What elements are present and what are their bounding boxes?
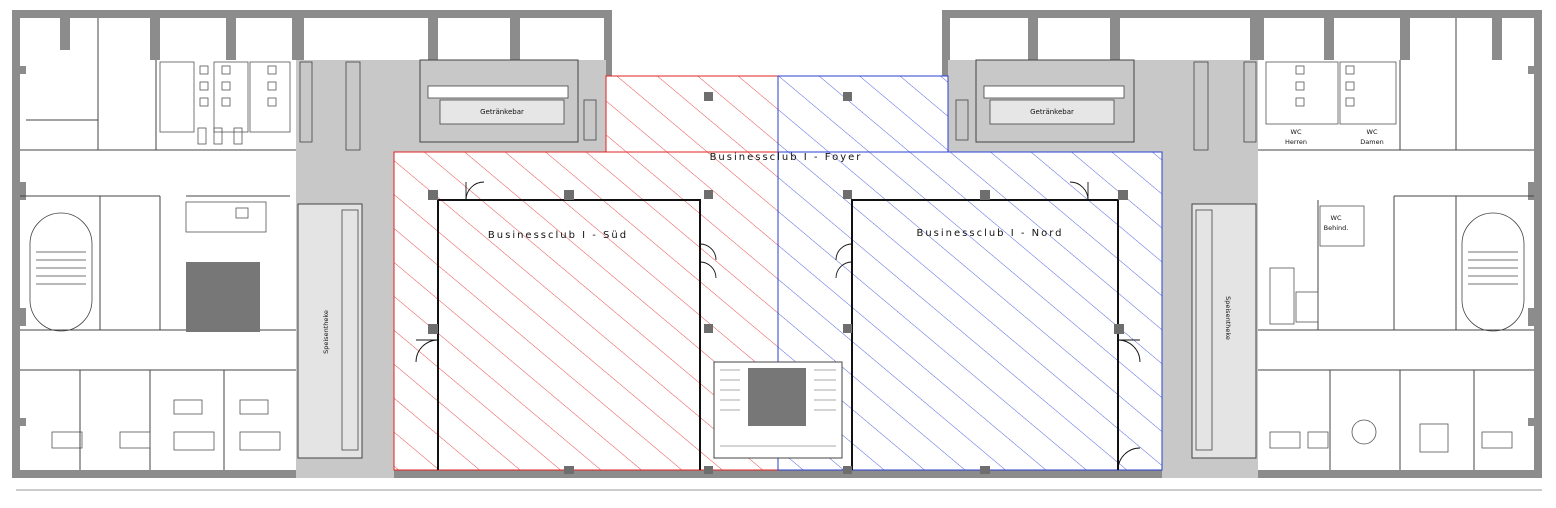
left-offices-furniture [51, 399, 281, 451]
room-label-nord: Businessclub I - Nord [916, 228, 1063, 239]
room-label-foyer: Businessclub I - Foyer [710, 152, 863, 163]
door-swings [415, 181, 1141, 471]
bar-label-right: Getränkebar [1030, 108, 1074, 116]
bar-left [419, 59, 597, 143]
counter-right [1191, 61, 1257, 459]
right-offices-furniture [1269, 419, 1513, 453]
wc-behind-label-2: Behind. [1324, 224, 1349, 232]
right-wc-fixtures [1265, 61, 1397, 325]
wc-damen-label-2: Damen [1360, 138, 1383, 146]
central-stair [713, 361, 843, 459]
bar-right [955, 59, 1135, 143]
right-stair [1461, 212, 1525, 332]
left-wing-partitions [20, 18, 296, 470]
wc-herren-label-1: WC [1291, 128, 1302, 136]
columns [428, 92, 1128, 474]
right-wing-partitions [1258, 18, 1534, 470]
wc-behind-label-1: WC [1331, 214, 1342, 222]
left-stair [29, 212, 93, 332]
counter-label-left: Speisentheke [322, 310, 330, 354]
counter-left [297, 61, 363, 459]
wc-herren-label-2: Herren [1285, 138, 1307, 146]
bar-label-left: Getränkebar [480, 108, 524, 116]
left-elevator [185, 201, 267, 332]
wc-damen-label-1: WC [1367, 128, 1378, 136]
counter-label-right: Speisentheke [1224, 296, 1232, 340]
room-label-sued: Businessclub I - Süd [488, 230, 628, 241]
left-wc-fixtures [159, 61, 291, 145]
